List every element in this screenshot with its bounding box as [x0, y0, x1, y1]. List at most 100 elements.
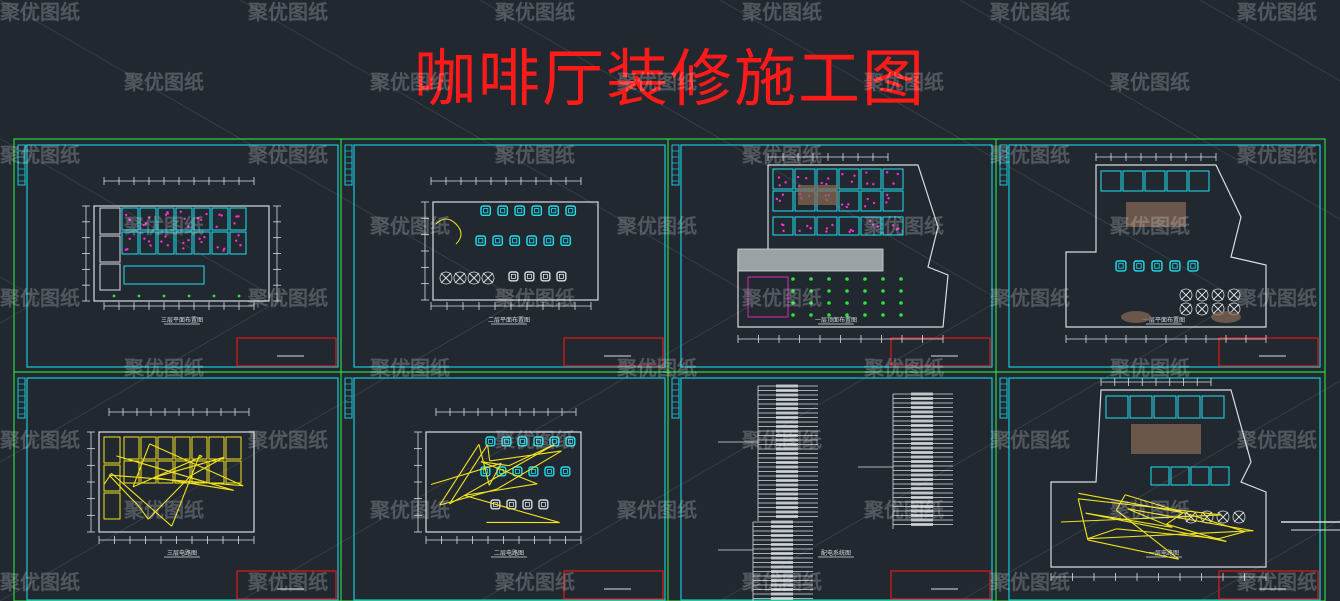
circuit-label — [776, 474, 798, 478]
wire — [1127, 508, 1173, 528]
circuit-label — [911, 478, 933, 481]
ceiling-light — [899, 277, 903, 281]
chair — [1180, 289, 1192, 301]
wire — [1087, 530, 1254, 540]
table-top — [1118, 263, 1124, 269]
room — [1188, 170, 1210, 192]
wall-outline — [432, 201, 599, 301]
circuit-label — [776, 420, 798, 424]
watermark-text: 聚优图纸 — [617, 356, 697, 380]
chair — [1212, 289, 1224, 301]
fixture-dot — [166, 244, 170, 247]
fixture-dot — [164, 235, 167, 238]
circuit-label — [771, 534, 793, 537]
fixture-dot — [128, 217, 131, 221]
circuit-label — [911, 437, 933, 441]
table-top — [500, 208, 506, 214]
room — [1170, 466, 1190, 486]
table-top — [487, 438, 493, 444]
fixture-dot — [865, 171, 868, 174]
circuit-label — [911, 455, 933, 459]
drawing-sheet-3: 一层顶面布置图 — [671, 144, 993, 368]
drawing-frames — [13, 138, 1326, 601]
fixture-dot — [892, 182, 895, 185]
wire — [137, 504, 149, 520]
circuit-label — [911, 473, 933, 477]
table-top — [552, 438, 557, 444]
room — [103, 492, 121, 520]
sheet-margin-strip — [17, 377, 26, 419]
ceiling-light — [863, 313, 867, 317]
ceiling-light — [809, 301, 813, 305]
room — [772, 216, 794, 236]
circuit-label — [911, 500, 933, 504]
table — [548, 205, 560, 217]
fixture-dot — [182, 247, 185, 250]
fixture-dot — [868, 219, 872, 223]
wire — [464, 494, 560, 524]
watermark-text: 聚优图纸 — [248, 570, 328, 594]
watermark-line — [959, 0, 1340, 220]
room — [772, 190, 794, 212]
sheet-margin-strip — [999, 377, 1008, 419]
ceiling-light — [791, 277, 795, 281]
table — [1151, 260, 1163, 272]
watermark-text: 聚优图纸 — [990, 286, 1070, 310]
table-top — [520, 438, 525, 444]
circuit-label — [771, 561, 793, 564]
fixture-dot — [825, 227, 829, 230]
circuit-label — [771, 579, 793, 582]
chair-outline — [1195, 288, 1209, 302]
ceiling-light — [881, 277, 885, 281]
watermark-text: 聚优图纸 — [1237, 428, 1317, 452]
fixture-dot — [887, 197, 890, 200]
fixture-dot — [183, 217, 186, 220]
chair — [468, 272, 480, 284]
fixture-dot — [147, 216, 151, 219]
sheet-caption: 三层平面布置图 — [161, 316, 203, 324]
wire — [116, 455, 234, 491]
circuit-label — [771, 529, 793, 533]
fixture-dot — [179, 210, 182, 214]
circuit-label — [776, 497, 798, 500]
fixture-dot — [233, 222, 236, 225]
circuit-label — [911, 464, 933, 468]
fixture-dot — [166, 212, 169, 215]
fixture-dot — [199, 218, 203, 222]
table-top — [510, 273, 516, 279]
table — [522, 499, 533, 510]
room — [1201, 395, 1225, 419]
watermark-text: 聚优图纸 — [990, 0, 1070, 24]
room — [1144, 170, 1166, 192]
watermark-text: 聚优图纸 — [990, 143, 1070, 167]
watermark-text: 聚优图纸 — [1110, 498, 1190, 522]
watermark-text: 聚优图纸 — [742, 143, 822, 167]
drawing-sheet-1: 三层平面布置图 — [17, 144, 339, 368]
watermark-line — [479, 0, 1001, 301]
table-top — [478, 238, 484, 244]
circuit-label — [771, 592, 793, 596]
circuit-label — [771, 520, 793, 524]
room — [175, 207, 193, 231]
circuit-label — [911, 518, 933, 522]
wire — [1087, 539, 1179, 560]
table-top — [517, 208, 523, 214]
table-top — [543, 273, 548, 279]
sheet-frame — [26, 377, 339, 601]
room — [816, 216, 838, 236]
fixture-dot — [809, 226, 812, 230]
fixture-dot — [825, 183, 828, 186]
fixture-dot — [775, 197, 779, 201]
fixture-dot — [891, 224, 895, 227]
fixture-dot — [162, 294, 166, 298]
watermark-text: 聚优图纸 — [370, 356, 450, 380]
ceiling-light — [845, 301, 849, 305]
circuit-label — [776, 443, 798, 446]
table — [485, 436, 496, 447]
ceiling-light — [881, 313, 885, 317]
fixture-dot — [197, 216, 200, 220]
room — [191, 460, 208, 484]
stair-arc — [435, 218, 462, 245]
circuit-label — [776, 452, 798, 455]
